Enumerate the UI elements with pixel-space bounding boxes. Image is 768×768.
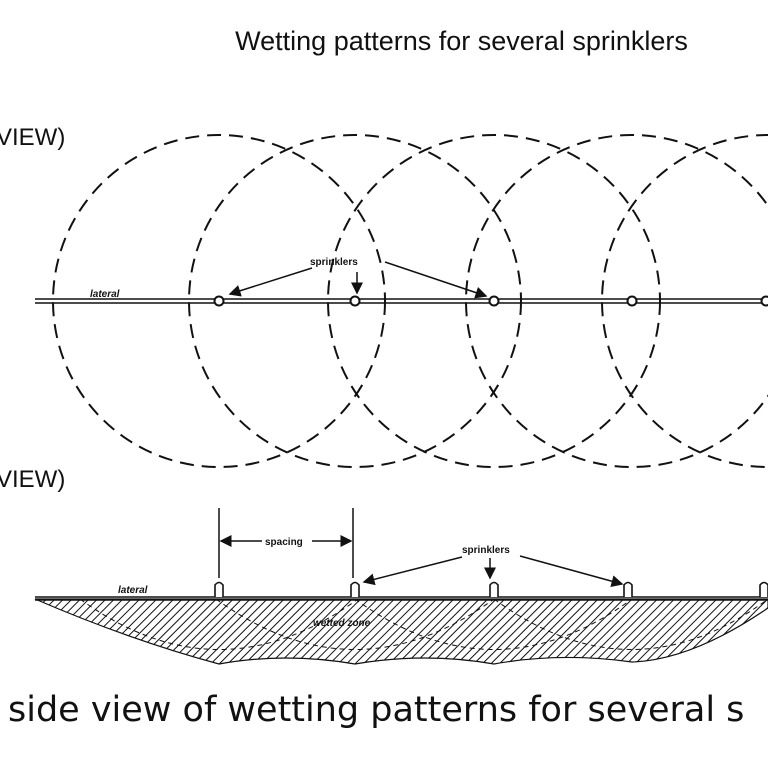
wetting-circle-4 [465,134,768,468]
side-sprinklers [214,581,768,597]
spacing-dimension [218,508,354,578]
sprinkler-riser-2 [350,581,360,597]
wetting-circle-1 [52,134,386,468]
sprinkler-riser-1 [214,581,224,597]
wetting-circles [52,134,768,468]
side-lateral-line [35,596,768,601]
side-lateral-label: lateral [118,585,148,596]
sprinkler-dot-4 [626,295,638,307]
wetting-bulb-outlines [79,598,768,650]
side-view-label: VIEW) [0,466,66,493]
top-arrows [228,261,488,299]
top-view-label: VIEW) [0,124,66,151]
top-lateral-line [35,298,768,304]
wetted-zone-label: wetted zone [313,618,371,629]
sprinkler-dot-5 [760,295,768,307]
sprinkler-riser-3 [489,581,499,597]
wetted-zone [34,598,768,665]
diagram-title: Wetting patterns for several sprinklers [235,26,688,56]
top-sprinklers-label: sprinklers [310,257,358,268]
wetting-circle-3 [327,134,661,468]
side-arrows [362,555,624,588]
sprinkler-riser-4 [623,581,633,597]
side-sprinklers-label: sprinklers [462,545,510,556]
sprinkler-dot-3 [488,295,500,307]
figure-caption: side view of wetting patterns for severa… [8,690,745,730]
sprinkler-dot-1 [213,295,225,307]
wetting-circle-2 [188,134,522,468]
top-lateral-label: lateral [90,289,120,300]
top-sprinklers [213,295,768,307]
spacing-label: spacing [265,537,303,548]
sprinkler-dot-2 [349,295,361,307]
sprinkler-riser-5 [759,581,768,597]
